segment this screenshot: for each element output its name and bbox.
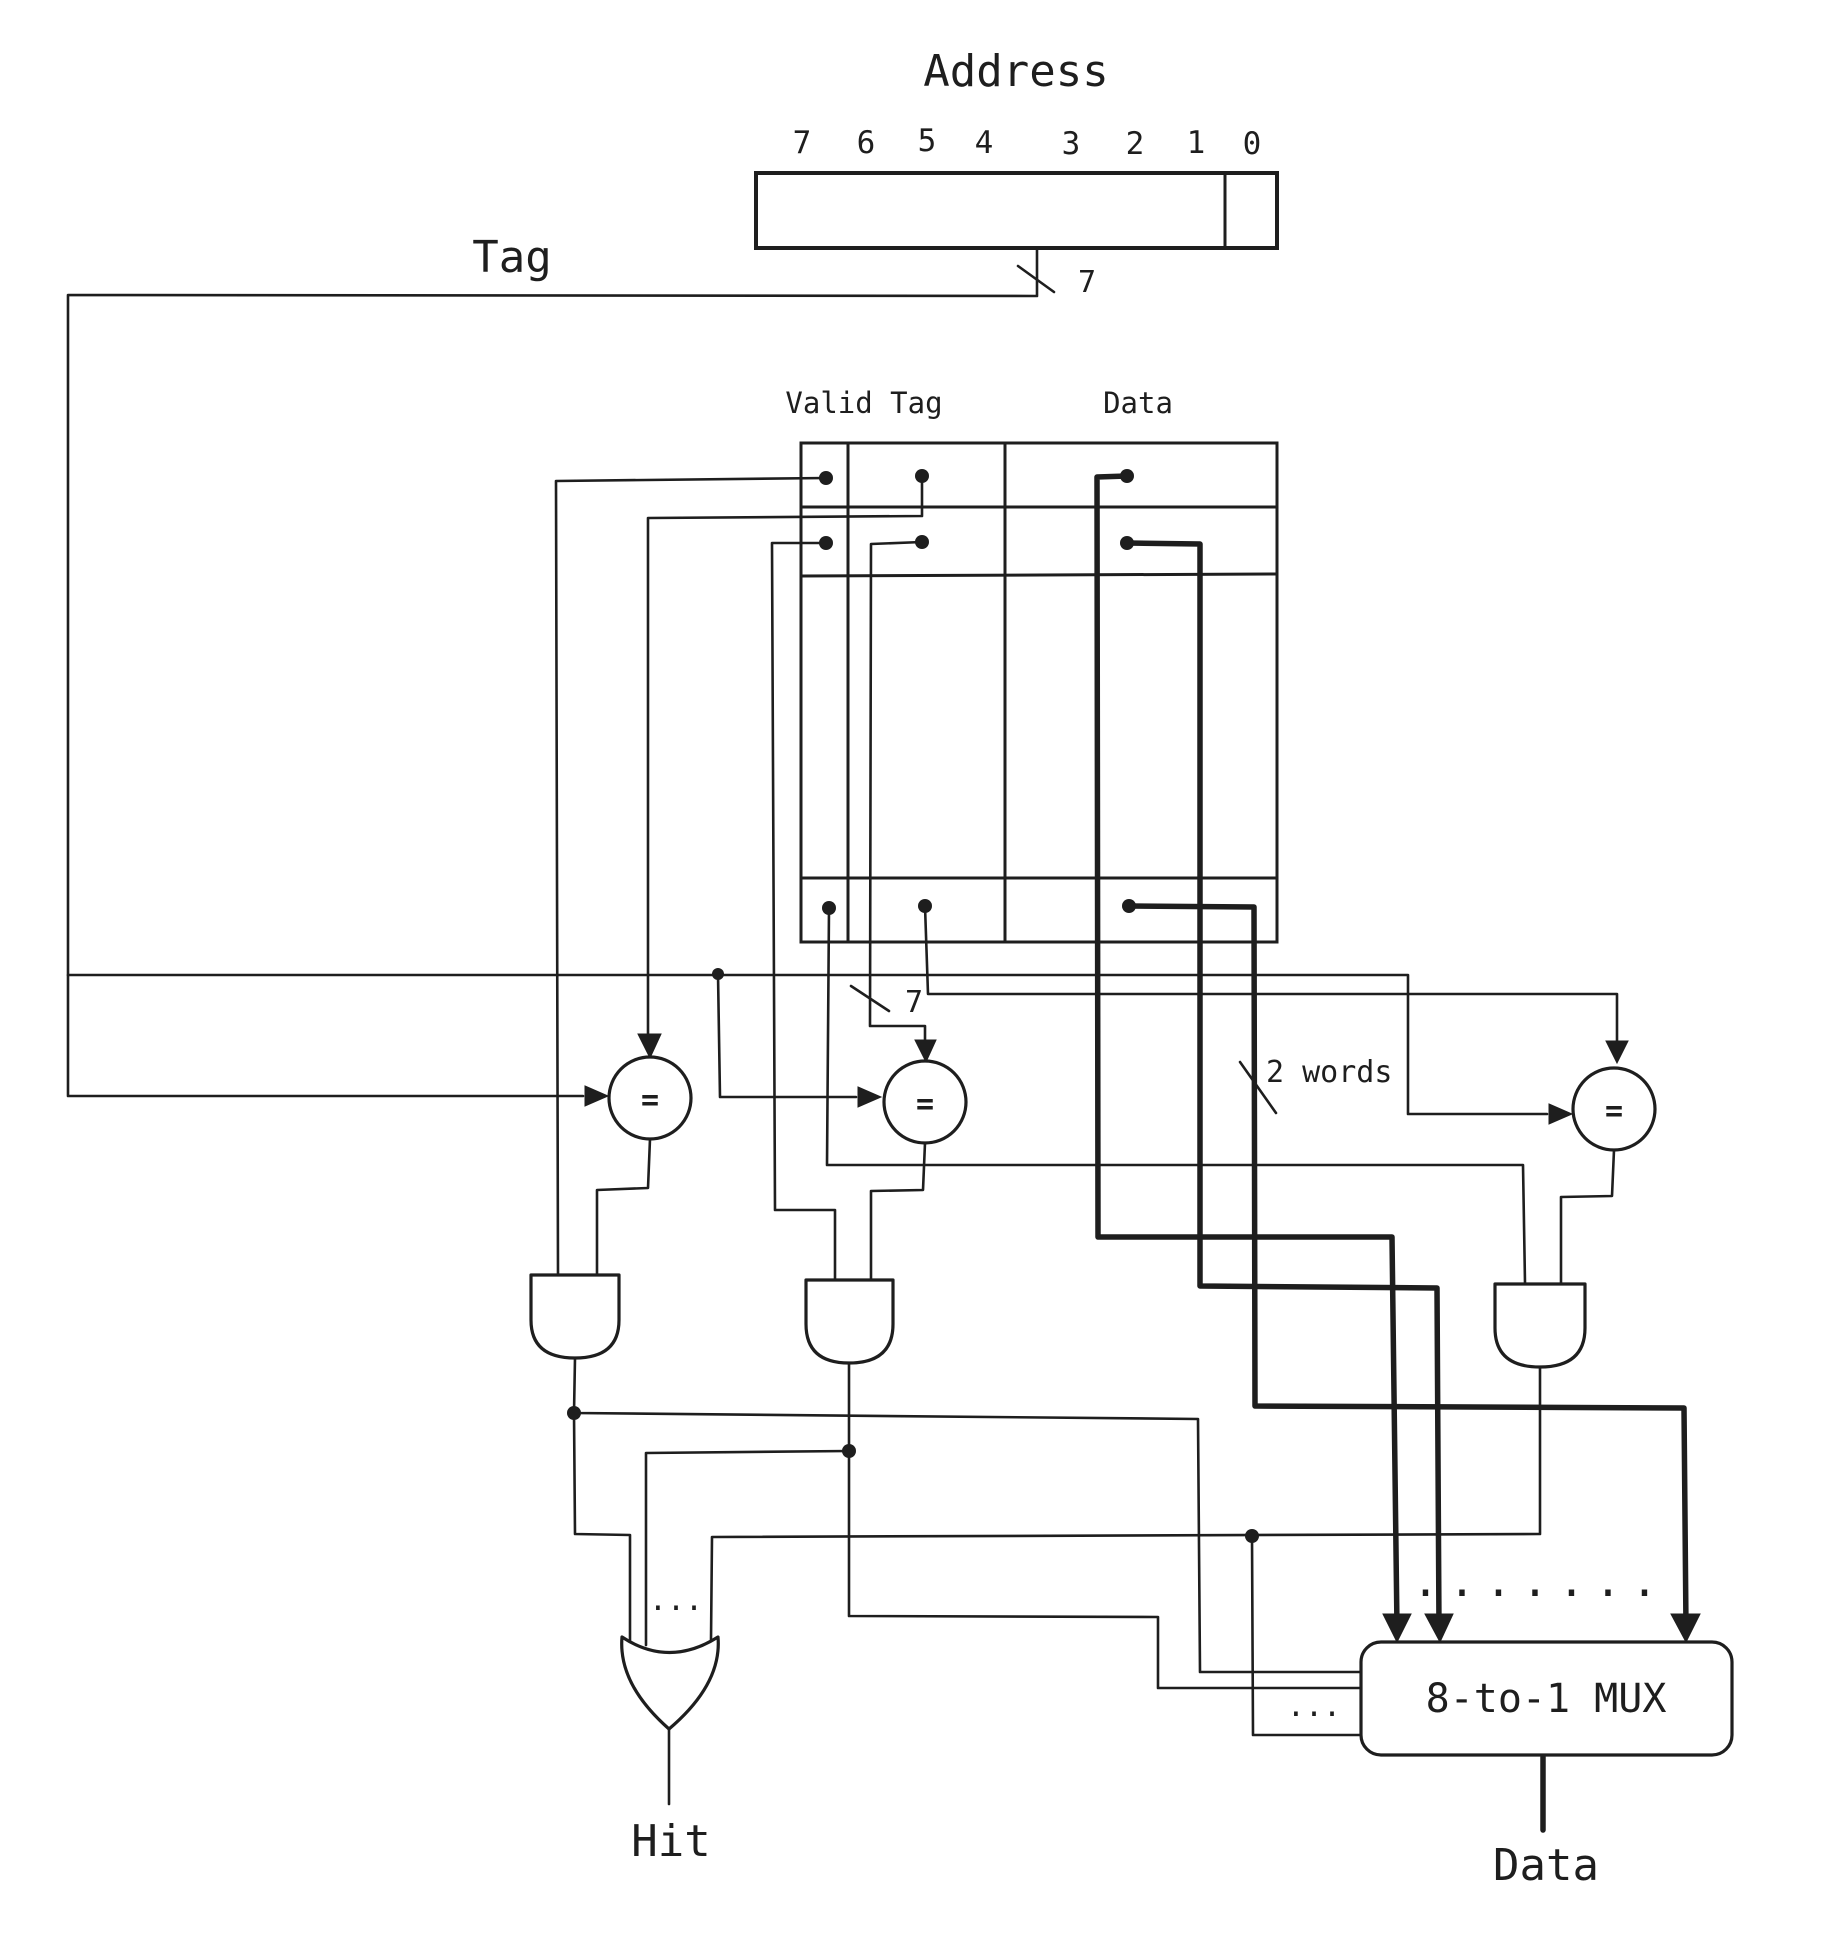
arrow-head-icon xyxy=(914,1039,937,1064)
data-wires: 2 words xyxy=(1094,473,1701,1644)
address-box xyxy=(754,171,1279,250)
and3-to-or-wire xyxy=(709,1365,1542,1642)
row7-data-wire xyxy=(1126,903,1689,1631)
bit-label-4: 4 xyxy=(975,125,994,161)
row0-data-wire xyxy=(1094,473,1400,1631)
data-output-label: Data xyxy=(1493,1840,1599,1891)
arrow-head-icon xyxy=(584,1085,610,1107)
comp3-output-wire xyxy=(1559,1148,1616,1285)
tag-bus-width-2: 7 xyxy=(905,985,923,1020)
and2-to-or-wire xyxy=(644,1449,851,1647)
tag-bus: Tag 7 xyxy=(66,232,1574,1125)
equals-symbol: = xyxy=(1605,1094,1623,1129)
bit-label-5: 5 xyxy=(918,123,937,159)
row7-valid-wire xyxy=(825,906,1527,1285)
comparator-3: = xyxy=(1559,1066,1657,1285)
and-gate-3 xyxy=(1493,1282,1587,1369)
tag-label: Tag xyxy=(472,232,551,283)
arrow-head-icon xyxy=(1670,1613,1701,1644)
cache-table: Valid Tag Data xyxy=(785,386,1279,944)
equals-symbol: = xyxy=(916,1087,934,1122)
row0-valid-wire xyxy=(554,476,828,1277)
comparator-1: = xyxy=(595,1055,693,1277)
bus-slash xyxy=(849,984,891,1013)
cache-outline xyxy=(799,441,1279,944)
row0-tag-wire xyxy=(646,474,924,1036)
row7-tag-wire xyxy=(923,904,1619,1045)
and2-to-mux-wire xyxy=(847,1361,1363,1690)
row-divider xyxy=(800,572,1278,578)
or-input-ellipsis: ... xyxy=(649,1583,703,1618)
bit-label-3: 3 xyxy=(1062,126,1081,162)
arrow-head-icon xyxy=(1382,1613,1412,1644)
bit-label-7: 7 xyxy=(793,125,812,161)
hit-label: Hit xyxy=(631,1816,710,1867)
header-valid-tag: Valid Tag xyxy=(785,386,942,420)
row1-data-wire xyxy=(1124,540,1442,1631)
arrow-head-icon xyxy=(857,1086,883,1108)
bus-slash xyxy=(1238,1060,1278,1115)
and1-to-or-wire xyxy=(572,1411,632,1642)
mux-select-ellipsis: ... xyxy=(1287,1689,1341,1724)
bit-label-6: 6 xyxy=(857,125,876,161)
tag-wire-comp2 xyxy=(716,972,858,1099)
mux-label: 8-to-1 MUX xyxy=(1426,1676,1667,1722)
or-gate xyxy=(620,1635,720,1731)
arrow-head-icon xyxy=(1605,1040,1629,1065)
arrow-head-icon xyxy=(1424,1613,1454,1644)
address-label: Address xyxy=(923,46,1108,97)
tag-bus-width: 7 xyxy=(1078,265,1096,300)
tag-wire-shared xyxy=(66,973,1549,1116)
row1-valid-wire xyxy=(770,541,837,1281)
data-bus-width: 2 words xyxy=(1266,1055,1392,1090)
row1-tag-wire xyxy=(868,540,927,1043)
and-gate-1 xyxy=(529,1273,621,1360)
mux-box xyxy=(1359,1640,1734,1757)
comp1-output-wire xyxy=(595,1137,652,1277)
equals-symbol: = xyxy=(641,1083,659,1118)
bit-label-0: 0 xyxy=(1243,126,1262,162)
valid-tag-wires: 7 xyxy=(554,474,1629,1285)
mux-input-ellipsis: ....... xyxy=(1412,1556,1667,1607)
comp2-output-wire xyxy=(869,1141,927,1281)
bus-slash xyxy=(1016,264,1056,294)
bit-label-1: 1 xyxy=(1187,125,1206,161)
header-data: Data xyxy=(1103,386,1173,420)
and3-to-mux-wire xyxy=(1250,1534,1363,1737)
arrow-head-icon xyxy=(637,1033,662,1060)
and1-to-mux-wire xyxy=(572,1356,1363,1674)
comparator-2: = xyxy=(869,1059,968,1281)
arrow-head-icon xyxy=(1548,1103,1574,1125)
tag-wire xyxy=(66,246,1039,1098)
bit-label-2: 2 xyxy=(1126,126,1145,162)
address-register: Address 7 6 5 4 3 2 1 0 xyxy=(754,46,1279,250)
and-gate-2 xyxy=(804,1278,895,1365)
hit-select-wires: ... ... xyxy=(567,1356,1542,1737)
